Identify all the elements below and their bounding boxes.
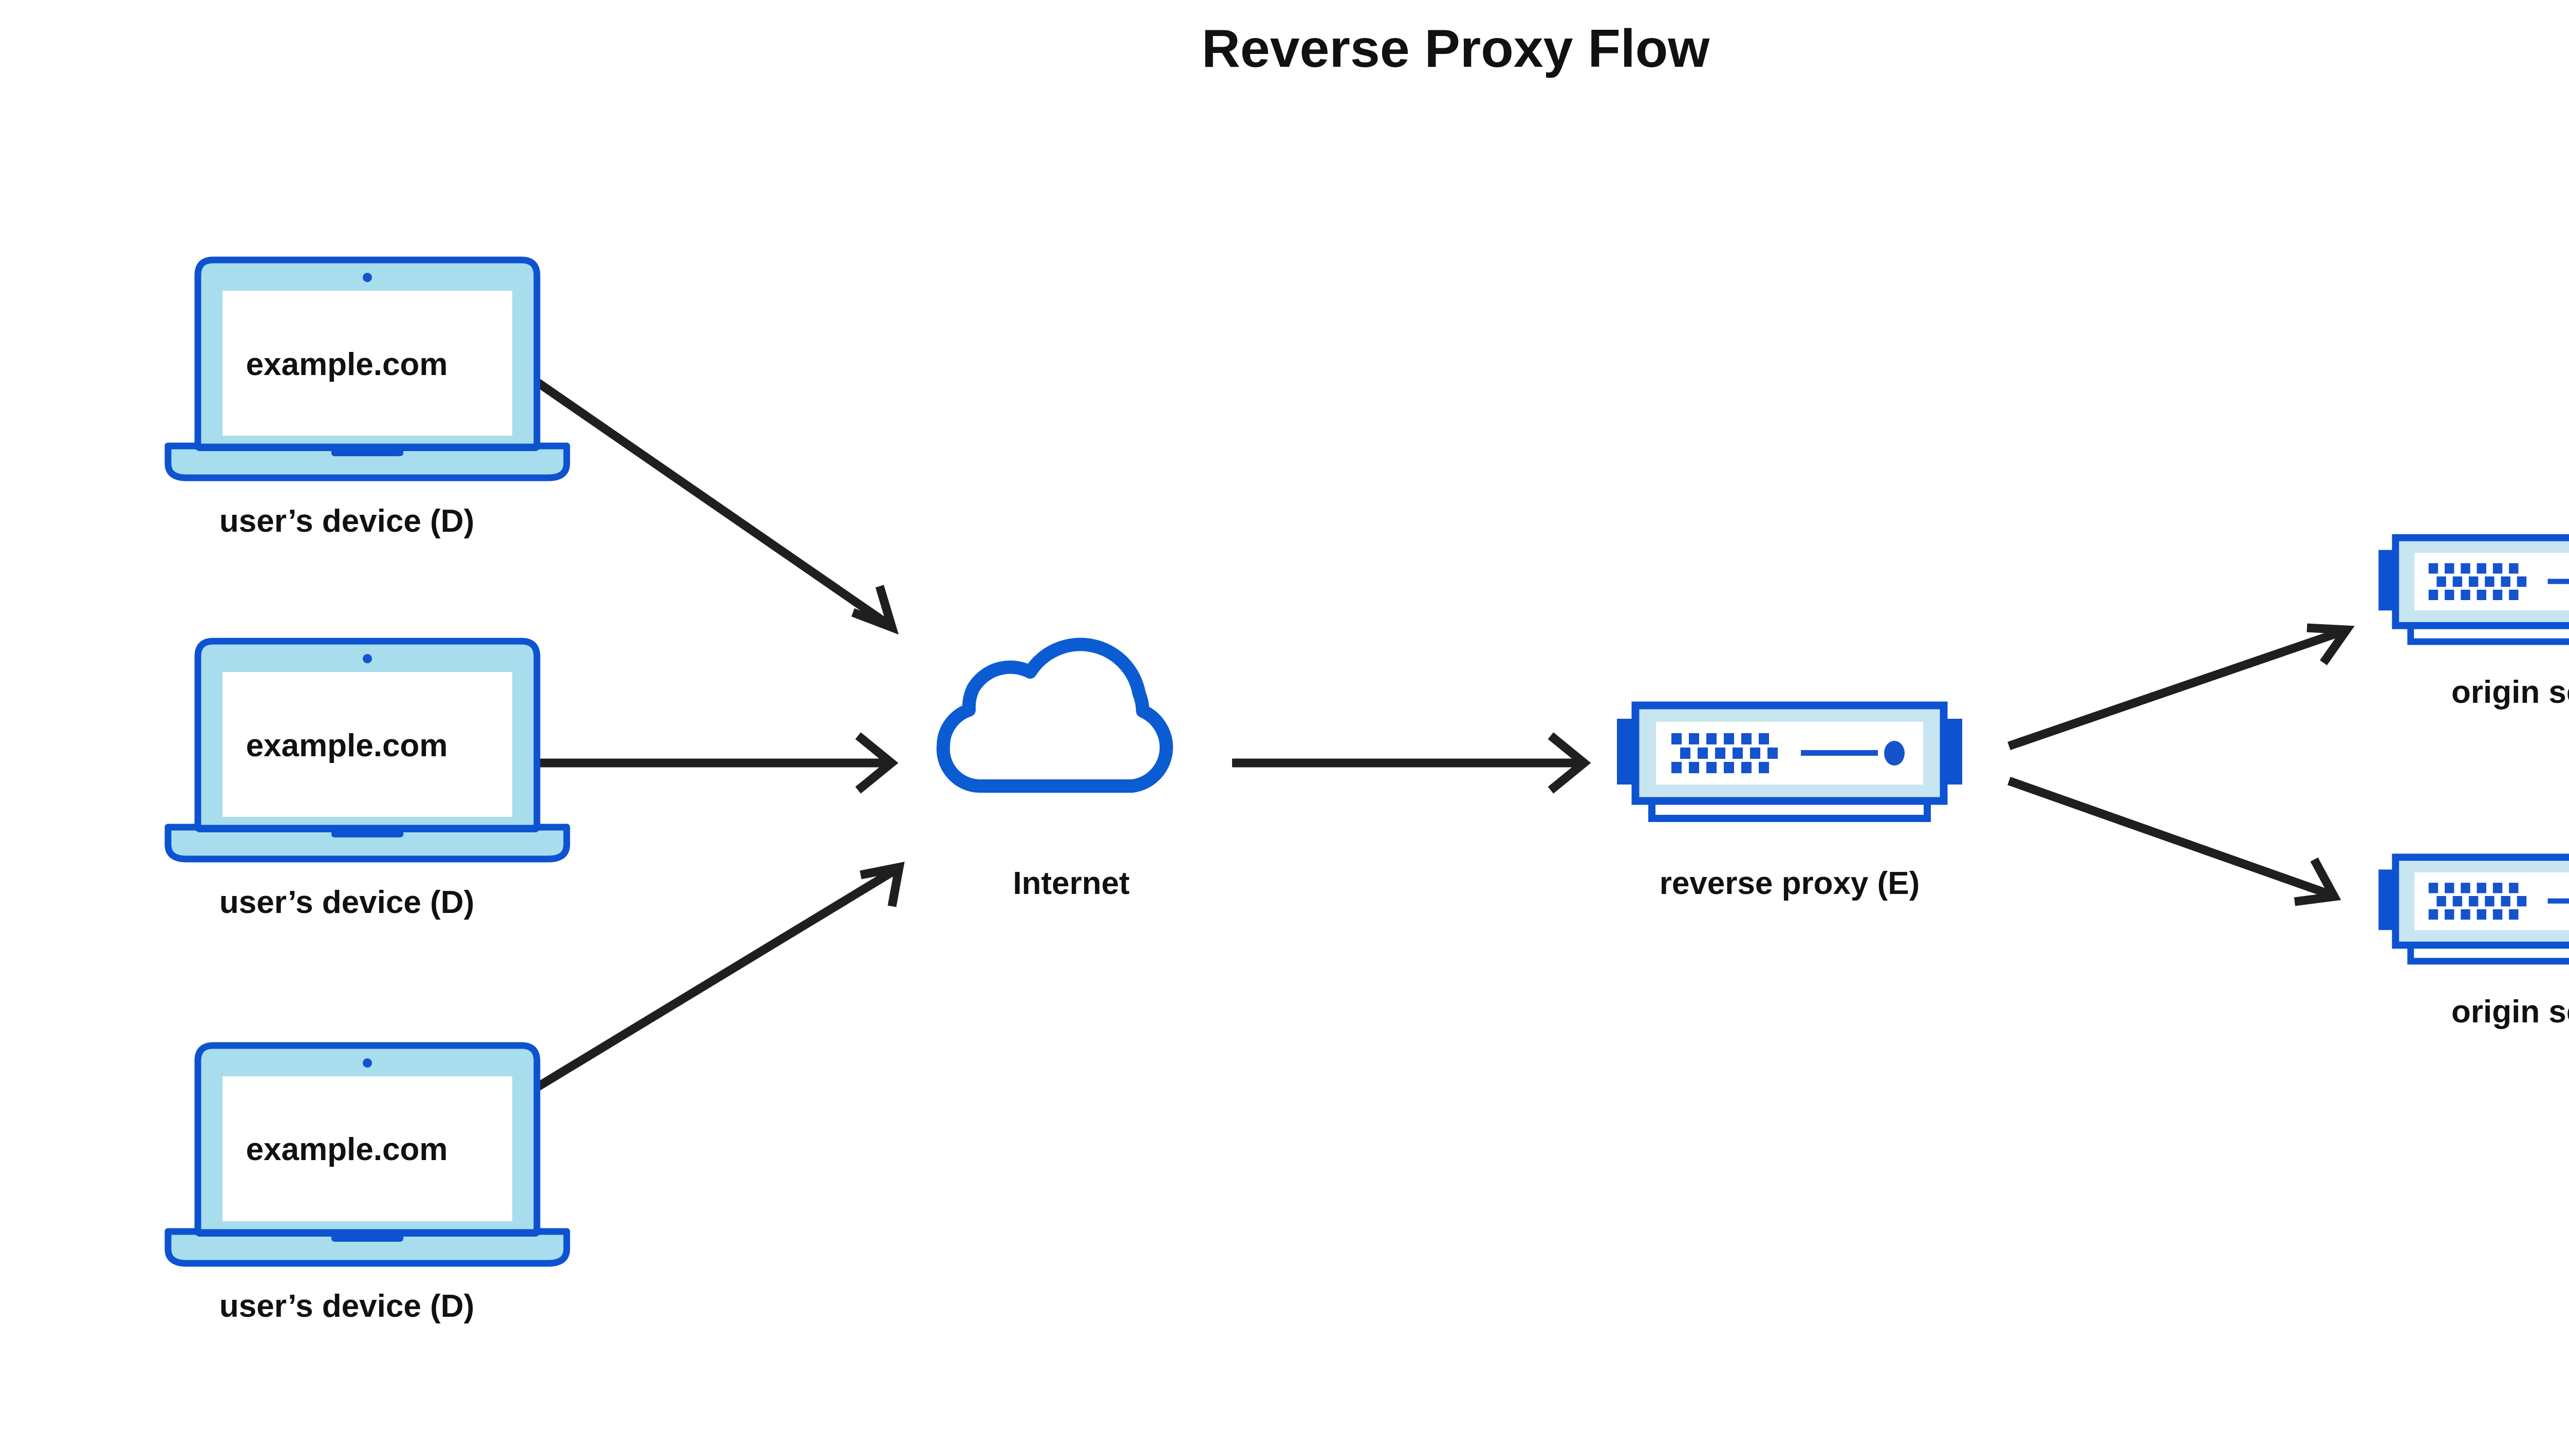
node-client-1[interactable]: example.com user’s device (D): [168, 260, 567, 539]
page-title: Reverse Proxy Flow: [1202, 19, 1710, 79]
node-internet[interactable]: Internet: [943, 644, 1166, 901]
origin-server-label: origin server (F): [2451, 994, 2569, 1030]
internet-label: Internet: [1013, 866, 1129, 901]
node-reverse-proxy[interactable]: reverse proxy (E): [1617, 705, 1962, 901]
client-screen-text: example.com: [246, 347, 448, 382]
edge-client3-internet: [495, 862, 905, 1115]
client-screen-text: example.com: [246, 728, 448, 763]
edge-layer: [495, 357, 2355, 1115]
edge-proxy-origin1: [2007, 623, 2355, 751]
reverse-proxy-label: reverse proxy (E): [1660, 866, 1920, 901]
node-client-3[interactable]: example.com user’s device (D): [168, 1046, 567, 1324]
client-label: user’s device (D): [219, 885, 474, 920]
client-label: user’s device (D): [219, 503, 474, 539]
server-icon: [1617, 705, 1962, 818]
client-label: user’s device (D): [219, 1289, 474, 1324]
node-client-2[interactable]: example.com user’s device (D): [168, 641, 567, 920]
edge-client2-internet: [499, 732, 899, 794]
edge-proxy-origin2: [2007, 776, 2341, 906]
edge-client1-internet: [504, 357, 899, 635]
node-origin-1[interactable]: origin server (F): [2378, 538, 2569, 710]
node-origin-2[interactable]: origin server (F): [2378, 857, 2569, 1030]
server-icon: [2378, 857, 2569, 961]
cloud-icon: [943, 644, 1166, 786]
origin-server-label: origin server (F): [2451, 675, 2569, 710]
edge-internet-proxy: [1232, 732, 1591, 794]
server-icon: [2378, 538, 2569, 642]
client-screen-text: example.com: [246, 1132, 448, 1167]
